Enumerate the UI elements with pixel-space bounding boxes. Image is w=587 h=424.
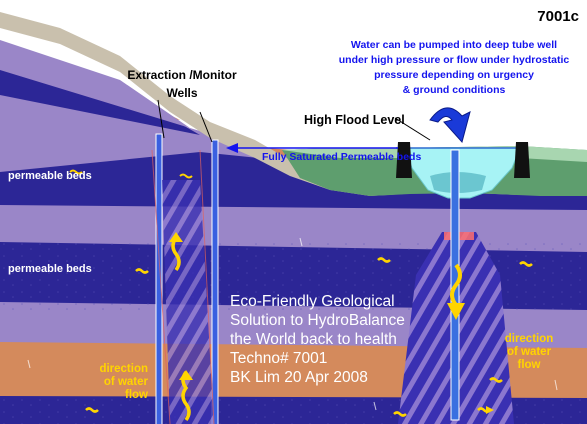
flow-right-line3: flow (517, 359, 541, 371)
pump-note-line: Water can be pumped into deep tube well (350, 39, 558, 51)
extraction-well-right (211, 139, 219, 424)
flow-left-line2: of water (103, 376, 148, 388)
eco-friendly-text: Eco-Friendly Geological Solution to Hydr… (230, 292, 430, 387)
permeable-beds-label-lower: permeable beds (8, 263, 92, 275)
wells-label-line1: Extraction /Monitor (127, 68, 237, 82)
levee-right (514, 142, 530, 178)
flow-direction-label-left: direction of water flow (84, 363, 148, 402)
flood-level-label: High Flood Level (304, 113, 405, 127)
levee-left (396, 142, 412, 178)
pump-note: Water can be pumped into deep tube well … (326, 38, 582, 98)
eco-line: Techno# 7001 (230, 350, 328, 367)
wells-label: Extraction /Monitor Wells (118, 66, 246, 102)
pump-note-line: pressure depending on urgency (374, 69, 534, 81)
eco-line: BK Lim 20 Apr 2008 (230, 369, 368, 386)
pump-note-line: under high pressure or flow under hydros… (338, 54, 570, 66)
eco-line: the World back to health (230, 331, 397, 348)
flow-right-line2: of water (506, 346, 552, 358)
wells-label-line2: Wells (166, 86, 198, 100)
saturated-beds-label: Fully Saturated Permeable beds (262, 151, 422, 163)
eco-line: Solution to HydroBalance (230, 312, 405, 329)
topsoil-layer (0, 12, 587, 196)
eco-line: Eco-Friendly Geological (230, 293, 395, 310)
flow-direction-label-right: direction of water flow (498, 333, 560, 372)
saturated-beds-arrow (226, 143, 398, 153)
flow-left-line3: flow (125, 389, 148, 401)
pump-in-arrow (429, 107, 471, 144)
pump-note-line: & ground conditions (402, 84, 506, 96)
flow-right-line1: direction (504, 333, 554, 345)
figure-code: 7001c (537, 8, 579, 25)
flow-left-line1: direction (99, 363, 148, 375)
bed-lavender-top (0, 40, 190, 128)
extraction-well-left (155, 133, 163, 424)
permeable-beds-label-upper: permeable beds (8, 170, 92, 182)
flow-arrows (69, 169, 533, 422)
